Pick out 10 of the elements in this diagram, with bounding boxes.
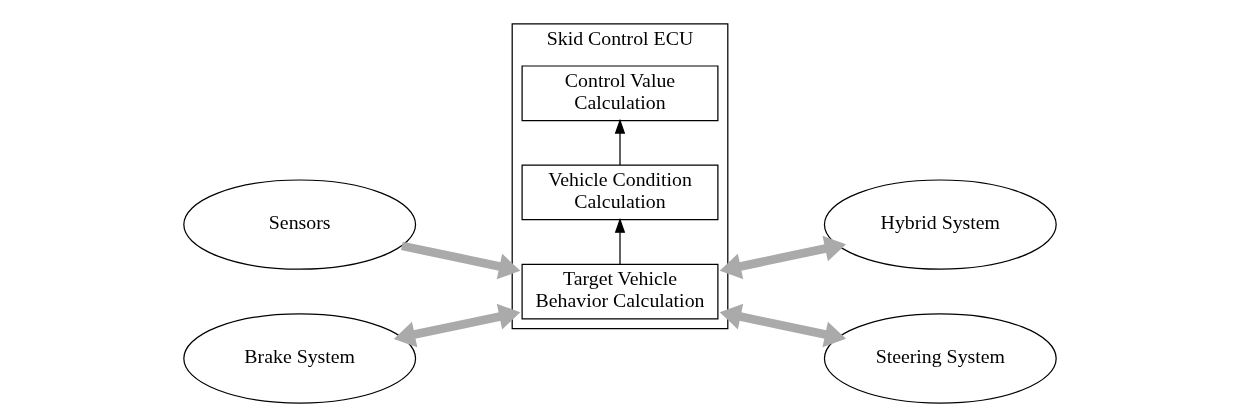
arrow	[614, 118, 625, 165]
node-box: Target Vehicle Behavior Calculation	[521, 263, 718, 319]
node-box: Vehicle Condition Calculation	[521, 164, 718, 220]
arrow	[400, 241, 520, 279]
node-ellipse: Sensors	[182, 178, 416, 270]
node-box: Control Value Calculation	[521, 64, 718, 121]
arrow	[393, 303, 520, 347]
arrow	[719, 303, 846, 347]
arrow	[719, 235, 846, 279]
arrow	[614, 217, 625, 265]
